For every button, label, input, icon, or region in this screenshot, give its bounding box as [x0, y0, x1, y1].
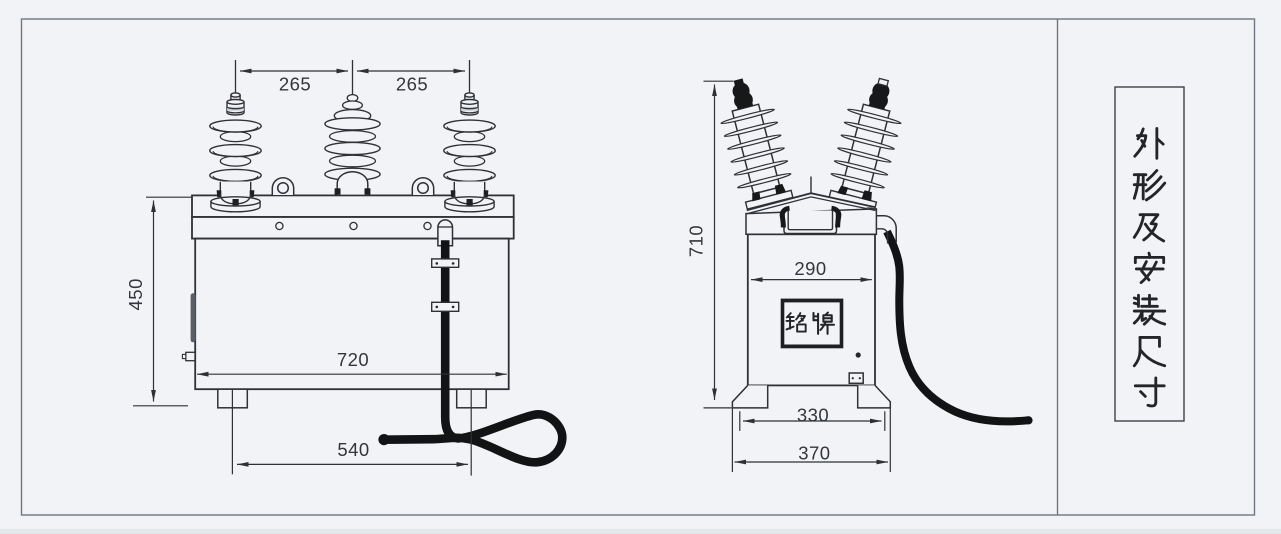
svg-text:290: 290	[794, 258, 826, 279]
svg-text:265: 265	[396, 74, 428, 95]
svg-text:370: 370	[798, 443, 830, 464]
svg-text:450: 450	[125, 278, 146, 310]
svg-text:265: 265	[279, 74, 311, 95]
svg-text:720: 720	[337, 349, 369, 370]
svg-text:330: 330	[797, 404, 829, 425]
svg-text:540: 540	[337, 439, 369, 460]
svg-text:710: 710	[685, 225, 706, 257]
